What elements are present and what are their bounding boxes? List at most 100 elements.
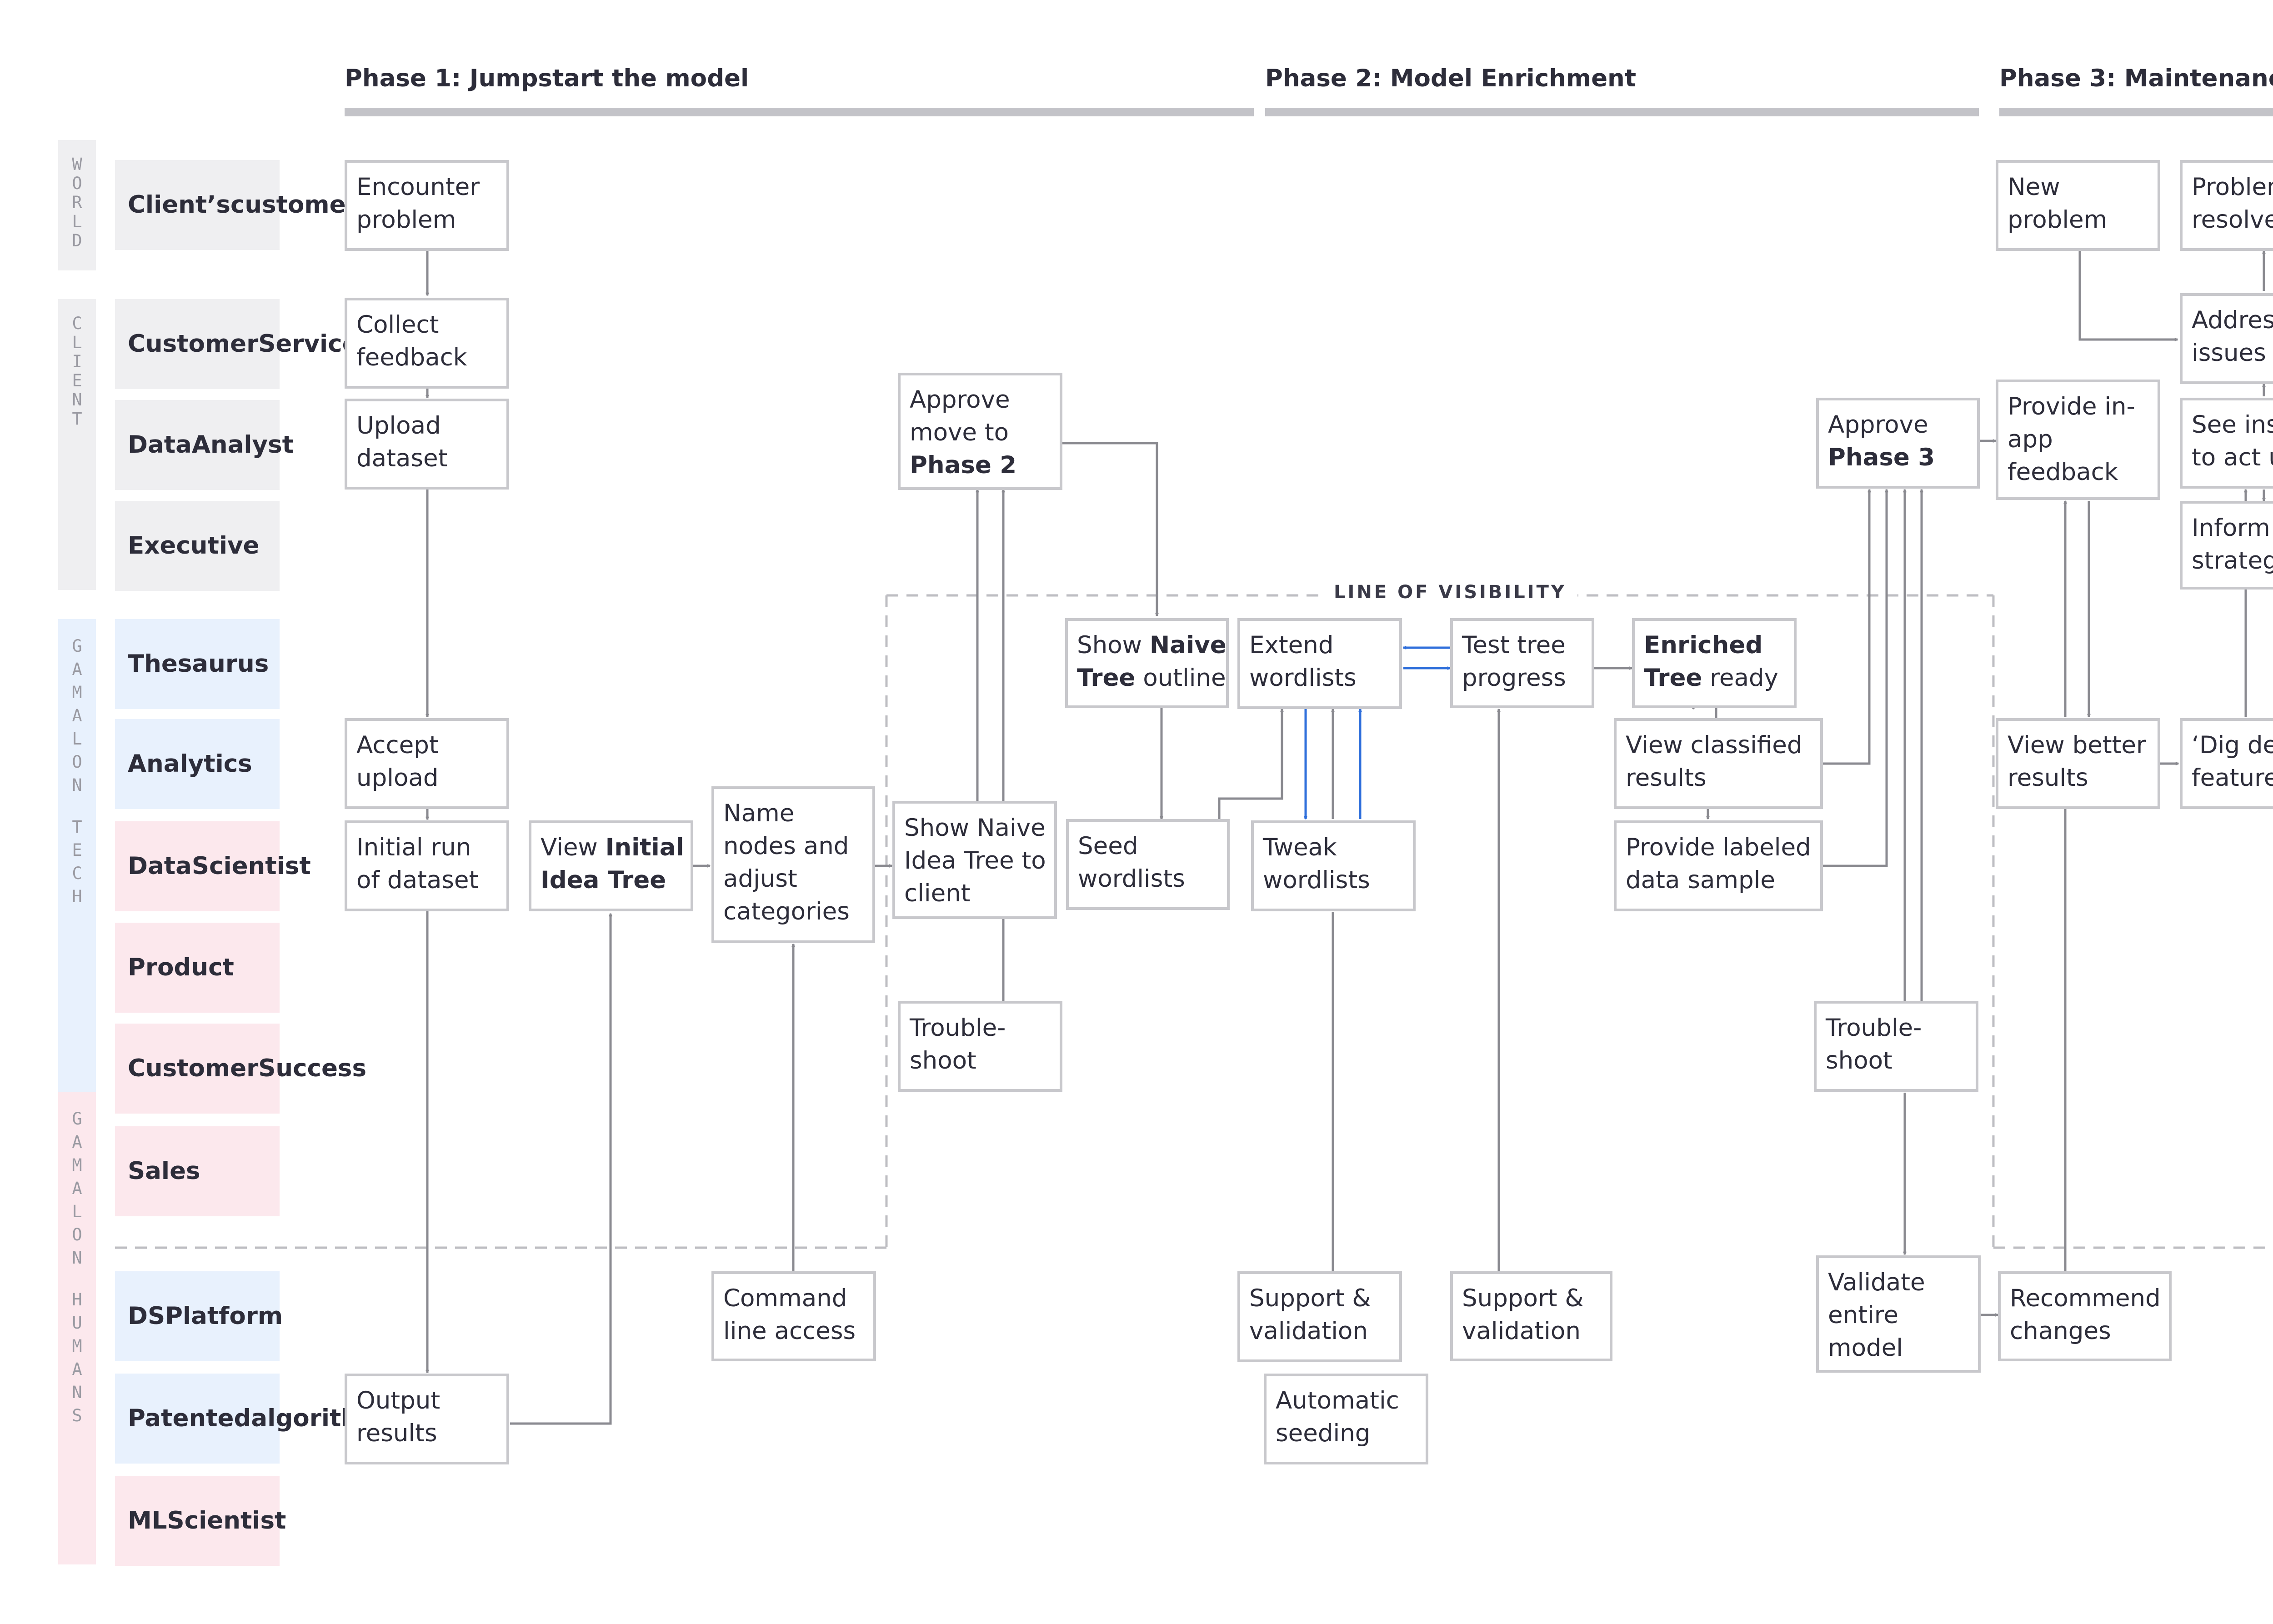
role-ds-platform: DSPlatform [115,1271,283,1361]
role-sales: Sales [115,1126,280,1216]
node-text-line: Trouble- [910,1014,1006,1042]
node-inform-org-strategy: Inform orgstrategy [2180,501,2273,590]
group-label-letter: E [72,840,82,860]
node-view-classified-results: View classified results [1614,718,1823,809]
group-label-letter: L [72,212,82,231]
node-text-line: results [2008,764,2088,792]
role-analytics: Analytics [115,719,280,809]
node-text-line: See insights [2192,411,2273,439]
node-text-line: changes [2010,1317,2111,1345]
node-text-line: results [1626,764,1707,792]
node-text-line: Provide labeled [1626,834,1811,861]
node-text-line: wordlists [1249,664,1357,692]
node-extend-wordlists: Extend wordlists [1237,618,1402,709]
node-text-line: model [1828,1334,1903,1362]
group-label-letter: C [72,314,82,333]
group-bar-world [58,140,96,270]
node-text-line: shoot [1826,1047,1892,1074]
node-text-line: nodes and [723,832,849,860]
node-text-line: Approve [1828,411,1928,439]
node-text-line: categories [723,898,850,925]
node-text-line: validation [1462,1317,1581,1345]
node-text-line: ‘Dig deeper’ [2192,731,2273,759]
group-label-letter: N [72,390,82,410]
node-collect-feedback: Collect feedback [345,298,509,389]
group-label-letter: H [72,1289,82,1309]
connector-labeled-approve [1823,490,1887,867]
node-text-line: problem [2008,206,2108,234]
node-text-line: entire [1828,1301,1898,1329]
role-thesaurus: Thesaurus [115,619,280,709]
connector-seed-extend [1218,709,1282,819]
phase-1-bar [345,108,1254,116]
node-address-issues: Addressissues [2180,293,2273,384]
node-text-line: Extend [1249,631,1334,659]
phase-3-title: Phase 3: Maintenance [1999,65,2273,92]
node-text-line: Collect [356,311,439,339]
node-text-line: Trouble- [1826,1014,1922,1042]
role-customer-success: CustomerSuccess [115,1024,366,1114]
phase-1-title: Phase 1: Jumpstart the model [345,65,749,92]
node-text-line: adjust [723,865,797,893]
node-support-validation-1: Support &validation [1237,1271,1402,1362]
node-text-line: Upload [356,412,441,440]
node-text-line: app [2008,425,2053,453]
group-bar-humans [58,1092,96,1564]
group-label-letter: D [72,231,82,250]
group-label-letter: L [72,729,82,749]
node-text-line: Name [723,800,795,827]
node-text-line: upload [356,764,439,792]
group-label-letter: R [72,193,82,212]
group-label-letter: O [72,1225,82,1244]
node-text-line: Validate [1828,1269,1925,1296]
node-text-line: View classified [1626,731,1802,759]
group-label-letter: N [72,1382,82,1402]
node-text-line: feedback [2008,458,2118,486]
node-text-line: wordlists [1078,865,1185,893]
group-label-letter: W [72,155,82,174]
node-text-line: Accept [356,731,439,759]
node-text-line: Show Naive [904,814,1046,842]
node-text-line: problem [356,206,456,234]
group-label-letter: M [72,683,82,702]
group-label-letter: A [72,1132,82,1152]
group-label-letter: S [72,1405,82,1425]
node-text-line: dataset [356,445,448,472]
node-text-line: progress [1462,664,1566,692]
phase-2-bar [1265,108,1979,116]
group-bar-client [58,299,96,590]
phase-2-title: Phase 2: Model Enrichment [1265,65,1637,92]
group-label-letter: A [72,706,82,725]
node-text-line: Seed [1078,832,1138,860]
group-label-letter: E [72,371,82,390]
line-of-visibility-label: LINE OF VISIBILITY [1323,582,1577,603]
node-text-line: Problem [2192,173,2273,201]
node-text-line: Recommend [2010,1284,2161,1312]
connector-view-classified-approve [1823,490,1869,765]
group-label-letter: O [72,174,82,193]
node-text-line: feedback [356,344,467,371]
node-text-line: line access [723,1317,856,1345]
node-text-line: Initial run [356,834,471,861]
node-text-line: Idea Tree [541,866,666,894]
group-label-letter: G [72,636,82,656]
group-label-letter: A [72,1359,82,1379]
node-text-line: Show Naive [1077,631,1227,659]
node-text-line: Address [2192,306,2273,334]
node-text-line: Support & [1462,1284,1584,1312]
node-text-line: Support & [1249,1284,1371,1312]
node-text-line: Encounter [356,173,480,201]
node-text-line: Inform org [2192,514,2273,542]
node-text-line: to act upon [2192,444,2273,471]
